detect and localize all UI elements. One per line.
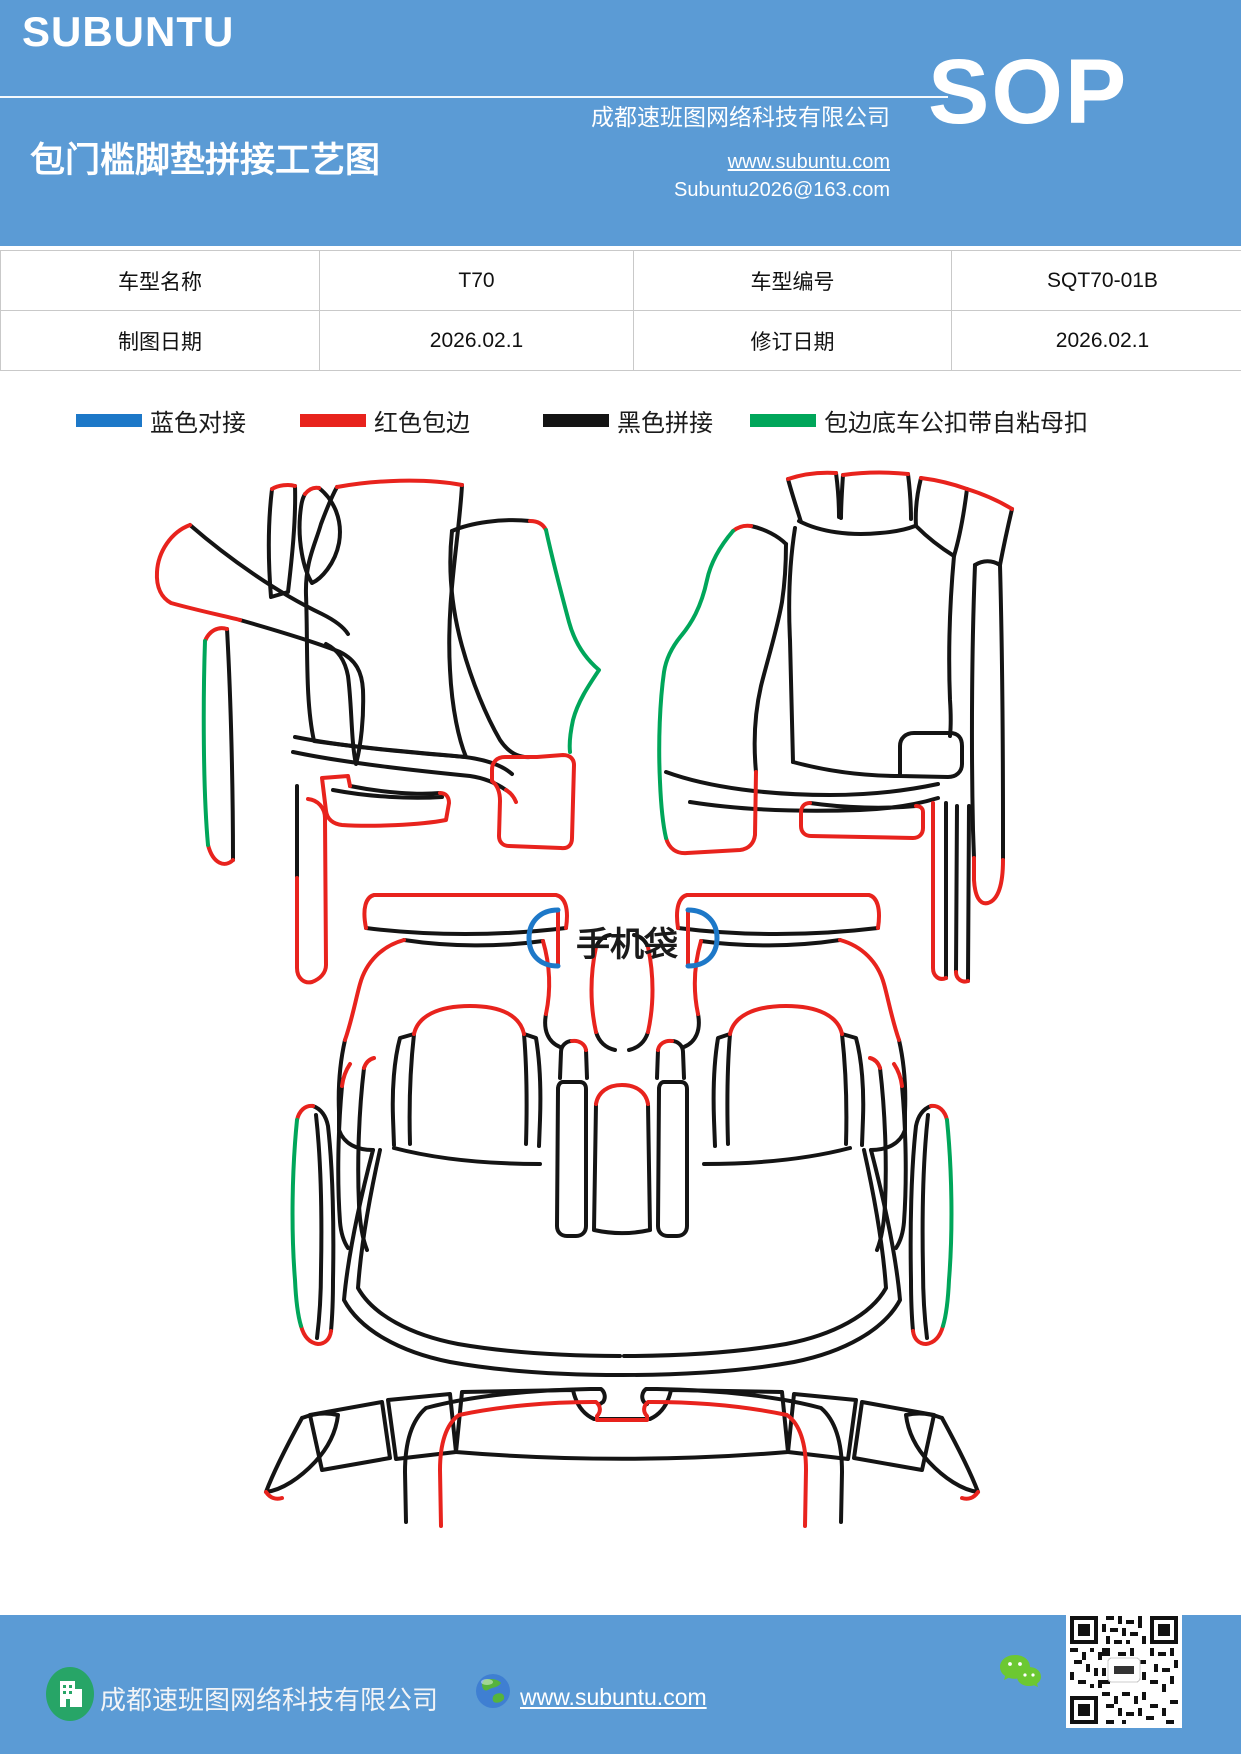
qr-code xyxy=(1066,1612,1182,1728)
cell-model-code-label: 车型编号 xyxy=(633,250,952,311)
legend-item-red: 红色包边 xyxy=(300,406,470,437)
blue-line-swatch xyxy=(76,413,142,427)
cell-revise-date-value: 2026.02.1 xyxy=(951,310,1241,371)
cell-model-name-value: T70 xyxy=(319,250,634,311)
header-company-name: 成都速班图网络科技有限公司 xyxy=(591,104,890,130)
red-line-swatch xyxy=(300,413,366,427)
legend-item-black: 黑色拼接 xyxy=(543,406,713,437)
sop-label: SOP xyxy=(928,41,1129,143)
green-line-swatch xyxy=(750,413,816,427)
table-row: 车型名称 T70 车型编号 SQT70-01B xyxy=(0,250,1241,311)
legend-label: 黑色拼接 xyxy=(617,409,713,437)
legend-label: 蓝色对接 xyxy=(150,409,246,437)
wechat-icon xyxy=(1000,1655,1041,1687)
globe-icon xyxy=(476,1674,510,1708)
footer-website-link[interactable]: www.subuntu.com xyxy=(520,1684,707,1710)
legend-item-green: 包边底车公扣带自粘母扣 xyxy=(750,406,1088,437)
vehicle-info-table: 车型名称 T70 车型编号 SQT70-01B 制图日期 2026.02.1 修… xyxy=(0,250,1241,371)
footer-company-name: 成都速班图网络科技有限公司 xyxy=(100,1685,439,1715)
legend-label: 包边底车公扣带自粘母扣 xyxy=(824,409,1088,437)
building-icon xyxy=(46,1667,94,1721)
red-edging-lines xyxy=(154,470,1014,1528)
phone-pocket-label: 手机袋 xyxy=(576,926,678,964)
cell-draw-date-label: 制图日期 xyxy=(0,310,320,371)
page-title: 包门槛脚垫拼接工艺图 xyxy=(30,141,381,180)
header-email[interactable]: Subuntu2026@163.com xyxy=(673,179,890,201)
header-banner: SUBUNTU 包门槛脚垫拼接工艺图 成都速班图网络科技有限公司 www.sub… xyxy=(0,0,1241,246)
cell-draw-date-value: 2026.02.1 xyxy=(319,310,634,371)
black-line-swatch xyxy=(543,413,609,427)
cell-model-code-value: SQT70-01B xyxy=(951,250,1241,311)
legend-label: 红色包边 xyxy=(374,409,470,437)
header-divider xyxy=(0,96,948,98)
cell-model-name-label: 车型名称 xyxy=(0,250,320,311)
cell-revise-date-label: 修订日期 xyxy=(633,310,952,371)
black-splice-lines xyxy=(188,471,1014,1524)
table-row: 制图日期 2026.02.1 修订日期 2026.02.1 xyxy=(0,310,1241,371)
legend-item-blue: 蓝色对接 xyxy=(76,406,246,437)
brand-logo: SUBUNTU xyxy=(22,8,235,55)
header-website-link[interactable]: www.subuntu.com xyxy=(727,151,890,173)
